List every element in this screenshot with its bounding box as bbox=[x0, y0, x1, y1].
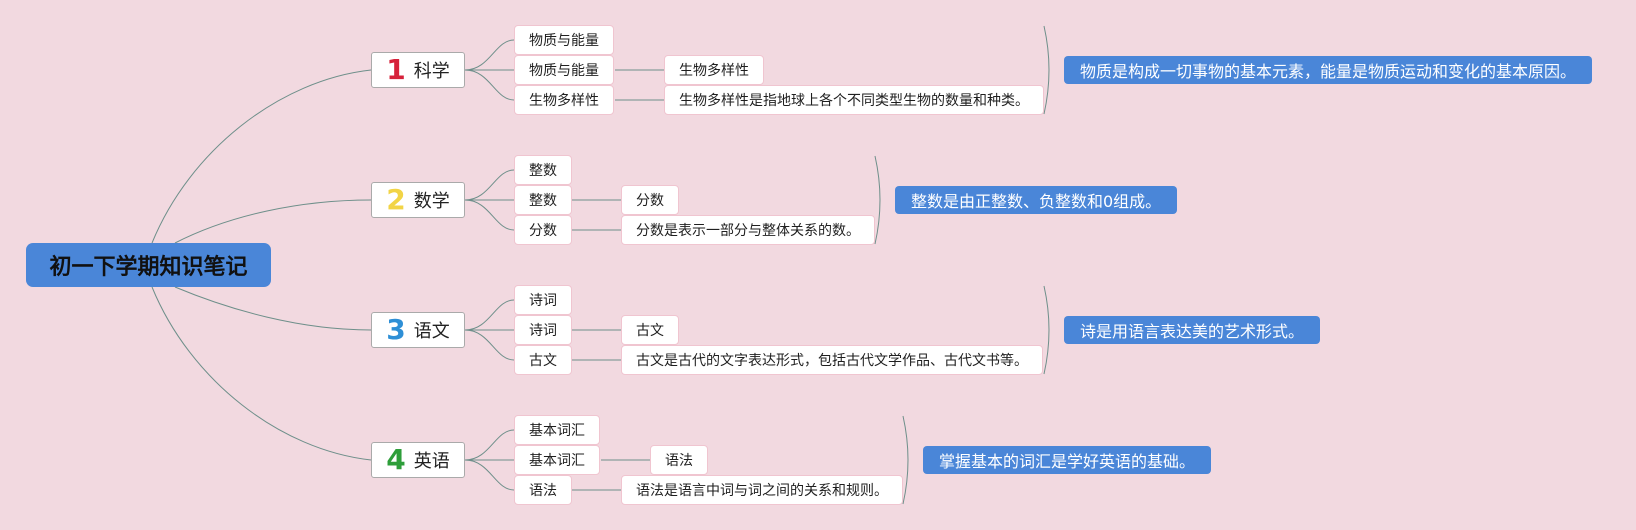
branch-label: 数学 bbox=[413, 191, 450, 212]
sub-topic[interactable]: 生物多样性 bbox=[664, 55, 764, 85]
branch-label: 科学 bbox=[413, 61, 450, 82]
sub-label: 语法 bbox=[665, 453, 693, 469]
leaf-topic[interactable]: 生物多样性 bbox=[514, 85, 614, 115]
leaf-topic[interactable]: 诗词 bbox=[514, 285, 572, 315]
leaf-topic[interactable]: 诗词 bbox=[514, 315, 572, 345]
note-text: 语法是语言中词与词之间的关系和规则。 bbox=[636, 483, 888, 499]
leaf-topic[interactable]: 分数 bbox=[514, 215, 572, 245]
leaf-topic[interactable]: 物质与能量 bbox=[514, 25, 614, 55]
sub-topic-note[interactable]: 分数是表示一部分与整体关系的数。 bbox=[621, 215, 875, 245]
leaf-label: 基本词汇 bbox=[529, 453, 585, 469]
leaf-label: 诗词 bbox=[529, 293, 557, 309]
branch-label: 语文 bbox=[413, 321, 450, 342]
leaf-label: 整数 bbox=[529, 163, 557, 179]
summary-text: 物质是构成一切事物的基本元素，能量是物质运动和变化的基本原因。 bbox=[1080, 62, 1577, 81]
summary-callout[interactable]: 诗是用语言表达美的艺术形式。 bbox=[1064, 316, 1321, 344]
leaf-label: 分数 bbox=[529, 223, 557, 239]
branch-label: 英语 bbox=[413, 451, 450, 472]
leaf-topic[interactable]: 语法 bbox=[514, 475, 572, 505]
leaf-label: 基本词汇 bbox=[529, 423, 585, 439]
sub-label: 分数 bbox=[636, 193, 664, 209]
number-badge: 2 bbox=[386, 183, 406, 216]
branch-science[interactable]: 1 科学 bbox=[371, 52, 465, 88]
summary-callout[interactable]: 整数是由正整数、负整数和0组成。 bbox=[895, 186, 1178, 214]
leaf-topic[interactable]: 整数 bbox=[514, 155, 572, 185]
note-text: 古文是古代的文字表达形式，包括古代文学作品、古代文书等。 bbox=[636, 353, 1028, 369]
number-badge: 1 bbox=[386, 53, 406, 86]
summary-callout[interactable]: 物质是构成一切事物的基本元素，能量是物质运动和变化的基本原因。 bbox=[1064, 56, 1593, 84]
sub-topic[interactable]: 语法 bbox=[650, 445, 708, 475]
leaf-label: 物质与能量 bbox=[529, 33, 599, 49]
leaf-label: 整数 bbox=[529, 193, 557, 209]
sub-topic-note[interactable]: 古文是古代的文字表达形式，包括古代文学作品、古代文书等。 bbox=[621, 345, 1043, 375]
branch-chinese[interactable]: 3 语文 bbox=[371, 312, 465, 348]
branch-english[interactable]: 4 英语 bbox=[371, 442, 465, 478]
leaf-topic[interactable]: 物质与能量 bbox=[514, 55, 614, 85]
number-badge: 3 bbox=[386, 313, 406, 346]
root-topic[interactable]: 初一下学期知识笔记 bbox=[26, 243, 271, 287]
leaf-topic[interactable]: 基本词汇 bbox=[514, 415, 600, 445]
leaf-topic[interactable]: 基本词汇 bbox=[514, 445, 600, 475]
sub-label: 生物多样性 bbox=[679, 63, 749, 79]
summary-text: 诗是用语言表达美的艺术形式。 bbox=[1080, 322, 1305, 341]
sub-topic-note[interactable]: 生物多样性是指地球上各个不同类型生物的数量和种类。 bbox=[664, 85, 1044, 115]
summary-text: 整数是由正整数、负整数和0组成。 bbox=[911, 192, 1162, 211]
leaf-label: 语法 bbox=[529, 483, 557, 499]
sub-topic[interactable]: 分数 bbox=[621, 185, 679, 215]
note-text: 生物多样性是指地球上各个不同类型生物的数量和种类。 bbox=[679, 93, 1029, 109]
leaf-label: 生物多样性 bbox=[529, 93, 599, 109]
sub-label: 古文 bbox=[636, 323, 664, 339]
sub-topic[interactable]: 古文 bbox=[621, 315, 679, 345]
leaf-topic[interactable]: 古文 bbox=[514, 345, 572, 375]
branch-math[interactable]: 2 数学 bbox=[371, 182, 465, 218]
sub-topic-note[interactable]: 语法是语言中词与词之间的关系和规则。 bbox=[621, 475, 903, 505]
summary-text: 掌握基本的词汇是学好英语的基础。 bbox=[939, 452, 1196, 471]
leaf-label: 诗词 bbox=[529, 323, 557, 339]
note-text: 分数是表示一部分与整体关系的数。 bbox=[636, 223, 860, 239]
leaf-label: 物质与能量 bbox=[529, 63, 599, 79]
leaf-topic[interactable]: 整数 bbox=[514, 185, 572, 215]
number-badge: 4 bbox=[386, 443, 406, 476]
leaf-label: 古文 bbox=[529, 353, 557, 369]
summary-callout[interactable]: 掌握基本的词汇是学好英语的基础。 bbox=[923, 446, 1212, 474]
